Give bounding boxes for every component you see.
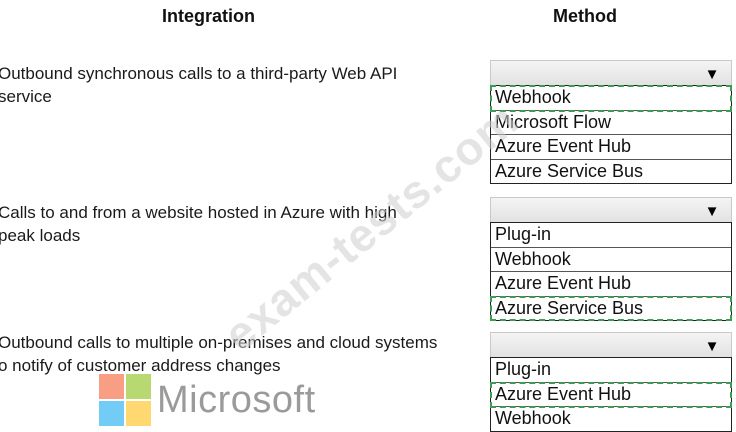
integration-header: Integration xyxy=(162,6,255,26)
method-header: Method xyxy=(553,6,617,26)
dropdown-option[interactable]: Azure Service Bus xyxy=(495,160,644,181)
chevron-down-icon[interactable]: ▼ xyxy=(704,337,720,355)
dropdown-option[interactable]: Azure Event Hub xyxy=(490,381,732,408)
dropdown-option[interactable]: Webhook xyxy=(491,248,731,272)
dropdown-option[interactable]: Webhook xyxy=(495,408,571,428)
microsoft-logo-text: Microsoft xyxy=(157,378,316,421)
dropdown-option[interactable]: Azure Event Hub xyxy=(491,272,731,297)
dropdown-option[interactable]: Plug-in xyxy=(491,223,731,248)
dropdown-option[interactable]: Azure Event Hub xyxy=(491,135,731,160)
question-2-text: Calls to and from a website hosted in Az… xyxy=(0,203,397,245)
dropdown-option[interactable]: Azure Service Bus xyxy=(490,295,732,321)
question-3-text: Outbound calls to multiple on-premises a… xyxy=(0,333,438,375)
windows-logo-icon xyxy=(99,374,151,426)
question-1-text: Outbound synchronous calls to a third-pa… xyxy=(0,64,398,106)
dropdown-2-options: Plug-in Webhook Azure Event Hub Azure Se… xyxy=(490,222,732,321)
chevron-down-icon[interactable]: ▼ xyxy=(704,202,720,220)
dropdown-3-select[interactable]: ▼ xyxy=(490,332,732,357)
question-1-dropdown[interactable]: ▼ Webhook Microsoft Flow Azure Event Hub… xyxy=(490,60,732,184)
dropdown-option[interactable]: Webhook xyxy=(490,85,732,112)
dropdown-3-options: Plug-in Azure Event Hub Webhook xyxy=(490,357,732,432)
dropdown-1-options: Webhook Microsoft Flow Azure Event Hub A… xyxy=(490,85,732,184)
question-2-dropdown[interactable]: ▼ Plug-in Webhook Azure Event Hub Azure … xyxy=(490,197,732,321)
dropdown-option[interactable]: Plug-in xyxy=(491,358,731,383)
dropdown-1-select[interactable]: ▼ xyxy=(490,60,732,85)
chevron-down-icon[interactable]: ▼ xyxy=(704,65,720,83)
microsoft-logo: Microsoft xyxy=(99,374,316,426)
dropdown-2-select[interactable]: ▼ xyxy=(490,197,732,222)
question-3-dropdown[interactable]: ▼ Plug-in Azure Event Hub Webhook xyxy=(490,332,732,432)
dropdown-option[interactable]: Microsoft Flow xyxy=(491,111,731,135)
